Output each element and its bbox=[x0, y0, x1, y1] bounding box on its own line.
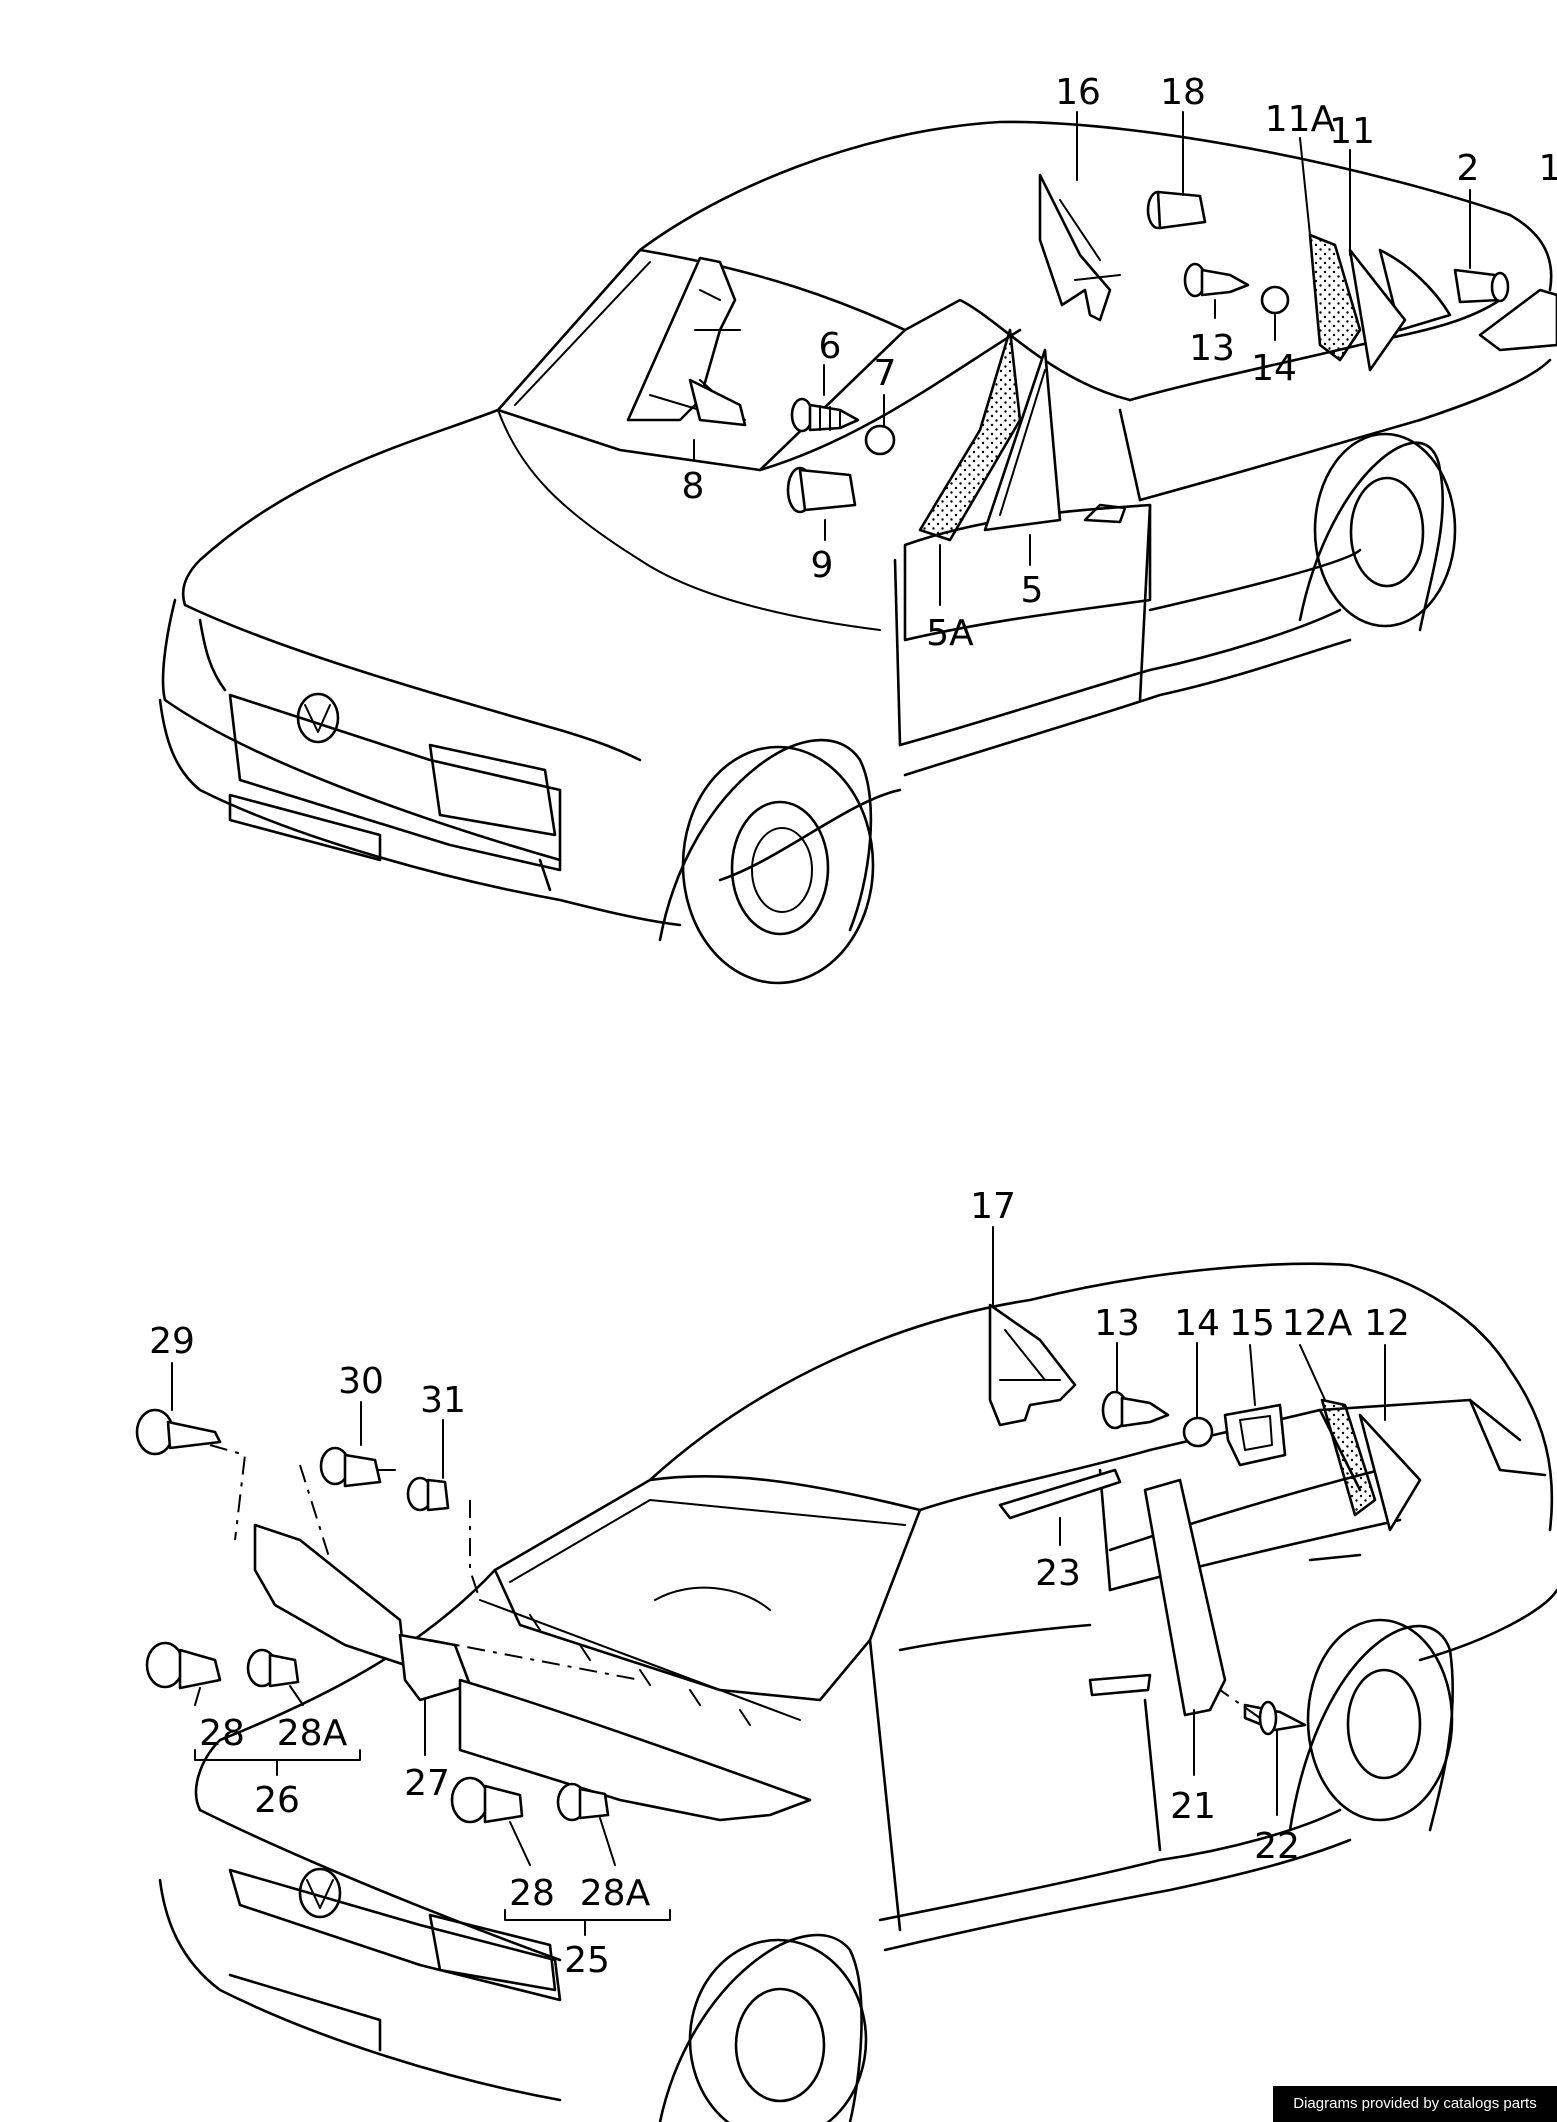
washer-14-upper bbox=[1260, 285, 1290, 315]
washer-14-lower bbox=[1182, 1416, 1214, 1448]
part-21-pillar bbox=[1143, 1478, 1227, 1717]
callout-13: 13 bbox=[1189, 328, 1235, 369]
screw-13-lower bbox=[1101, 1390, 1170, 1430]
part-16-trim bbox=[1038, 173, 1112, 322]
part-12a-seal bbox=[1320, 1398, 1377, 1517]
callout-6: 6 bbox=[819, 326, 842, 367]
callout-16: 16 bbox=[1055, 72, 1101, 113]
callout-14-lower: 14 bbox=[1174, 1303, 1220, 1344]
clip-30 bbox=[319, 1446, 396, 1488]
callout-7: 7 bbox=[874, 353, 897, 394]
callout-12a: 12A bbox=[1282, 1303, 1353, 1344]
upper-parts bbox=[626, 111, 1557, 606]
callout-28-mid: 28 bbox=[509, 1873, 555, 1914]
callouts-upper: 16 18 11A 11 2 1 6 7 13 14 8 9 5A 5 bbox=[682, 72, 1557, 654]
callout-27: 27 bbox=[404, 1763, 450, 1804]
callout-30: 30 bbox=[338, 1361, 384, 1402]
callout-22: 22 bbox=[1254, 1826, 1300, 1867]
part-11a-seal bbox=[1308, 233, 1362, 362]
upper-sedan-outline bbox=[158, 120, 1553, 985]
part-5a-seal bbox=[918, 328, 1022, 542]
callout-25: 25 bbox=[564, 1940, 610, 1981]
part-12-glass bbox=[1358, 1413, 1422, 1532]
callout-14: 14 bbox=[1251, 348, 1297, 389]
lower-wagon-outline bbox=[158, 1262, 1557, 2122]
clip-31 bbox=[406, 1476, 450, 1512]
callout-5a: 5A bbox=[926, 613, 974, 654]
clip-28-mid bbox=[450, 1776, 524, 1824]
callouts-lower: 17 29 30 31 13 14 15 12A 12 23 28 28A 26… bbox=[149, 1186, 1410, 1981]
callout-13-lower: 13 bbox=[1094, 1303, 1140, 1344]
callout-28a-left: 28A bbox=[277, 1713, 348, 1754]
callout-18: 18 bbox=[1160, 72, 1206, 113]
callout-23: 23 bbox=[1035, 1553, 1081, 1594]
cap-2 bbox=[1453, 268, 1510, 304]
part-26-cowl bbox=[253, 1523, 407, 1667]
callout-28-left: 28 bbox=[199, 1713, 245, 1754]
callout-26: 26 bbox=[254, 1780, 300, 1821]
clip-9 bbox=[786, 466, 857, 514]
clip-28a-left bbox=[246, 1648, 300, 1688]
callout-28a-mid: 28A bbox=[580, 1873, 651, 1914]
callout-17: 17 bbox=[970, 1186, 1016, 1227]
washer-7 bbox=[864, 424, 896, 456]
lower-parts bbox=[135, 1226, 1422, 1936]
callout-11a: 11A bbox=[1265, 99, 1336, 140]
part-11-glass bbox=[1348, 248, 1407, 372]
screw-22 bbox=[1243, 1700, 1307, 1736]
callout-8: 8 bbox=[682, 466, 705, 507]
callout-12: 12 bbox=[1364, 1303, 1410, 1344]
callout-21: 21 bbox=[1170, 1786, 1216, 1827]
callout-11: 11 bbox=[1329, 111, 1375, 152]
cap-18 bbox=[1146, 190, 1207, 230]
credit-banner: Diagrams provided by catalogs parts bbox=[1273, 2086, 1557, 2122]
callout-1: 1 bbox=[1539, 148, 1557, 189]
screw-6 bbox=[790, 397, 860, 433]
pin-29 bbox=[135, 1408, 222, 1456]
callout-9: 9 bbox=[811, 545, 834, 586]
clip-28a-mid bbox=[556, 1782, 610, 1822]
part-25-panel bbox=[458, 1678, 812, 1822]
part-23-strip bbox=[998, 1468, 1122, 1520]
callout-5: 5 bbox=[1021, 570, 1044, 611]
callout-29: 29 bbox=[149, 1321, 195, 1362]
clip-28-left bbox=[145, 1641, 222, 1690]
clip-15 bbox=[1223, 1403, 1287, 1467]
callout-2: 2 bbox=[1457, 148, 1480, 189]
callout-31: 31 bbox=[420, 1380, 466, 1421]
screw-13-upper bbox=[1183, 262, 1250, 298]
callout-15: 15 bbox=[1229, 1303, 1275, 1344]
part-1-trim bbox=[1478, 288, 1557, 352]
part-8-trim bbox=[626, 256, 737, 422]
